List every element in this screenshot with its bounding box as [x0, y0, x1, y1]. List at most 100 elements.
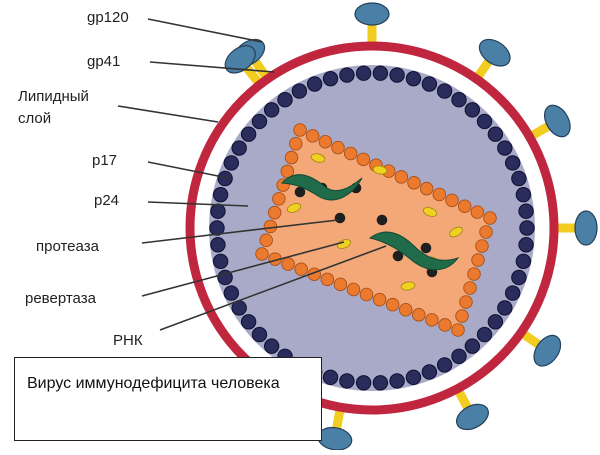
capsid-bead: [479, 225, 493, 239]
protease-dot: [420, 242, 432, 254]
capsid-bead: [263, 219, 278, 234]
matrix-bead: [511, 269, 527, 286]
capsid-bead: [432, 187, 447, 202]
leader-gp120: [147, 18, 263, 43]
capsid-bead: [293, 123, 307, 137]
capsid-bead: [284, 150, 299, 165]
matrix-bead: [372, 65, 389, 81]
rna-strands: [280, 174, 460, 271]
protease-dot: [334, 212, 346, 224]
matrix-bead: [251, 326, 268, 343]
capsid-bead: [305, 129, 320, 143]
revertase-oval: [372, 165, 388, 175]
capsid-bead: [359, 287, 374, 302]
gp120-cap: [533, 334, 562, 367]
leader-p24: [147, 201, 249, 207]
capsid-bead: [255, 247, 269, 261]
matrix-bead: [372, 375, 389, 391]
gp120-spikes: [224, 2, 598, 451]
revertase-oval: [449, 226, 463, 238]
matrix-bead: [519, 220, 535, 236]
capsid-bead: [471, 253, 485, 267]
matrix-bead: [209, 220, 225, 236]
matrix-bead: [476, 113, 493, 130]
rna-strand-1: [280, 174, 363, 201]
capsid-bead: [455, 309, 469, 323]
matrix-bead: [421, 364, 438, 380]
matrix-bead: [251, 113, 268, 130]
capsid-bead: [398, 302, 413, 317]
leader-rna: [159, 245, 387, 331]
capsid-bead: [463, 281, 477, 295]
matrix-bead: [291, 83, 308, 99]
capsid-bead: [331, 140, 345, 155]
matrix-bead: [322, 70, 339, 87]
matrix-bead: [355, 375, 372, 391]
spike: [525, 104, 571, 142]
capsid-bead: [394, 170, 409, 184]
matrix-bead: [511, 170, 527, 187]
capsid-body: [262, 130, 490, 330]
matrix-bead: [212, 253, 229, 270]
gp120-cap: [455, 403, 489, 431]
matrix-bead: [504, 155, 521, 171]
matrix-bead: [263, 102, 280, 118]
label-protease: протеаза: [36, 238, 99, 255]
gp120-cap: [574, 210, 598, 246]
matrix-bead: [223, 155, 240, 171]
gp120-cap: [354, 2, 390, 26]
capsid-bead: [445, 193, 459, 208]
matrix-bead: [389, 373, 405, 389]
spike: [452, 384, 489, 431]
matrix-bead: [504, 285, 521, 301]
matrix-bead: [277, 92, 293, 108]
capsid-bead: [412, 308, 426, 322]
matrix-bead: [451, 92, 467, 108]
matrix-bead: [217, 269, 233, 286]
matrix-bead: [464, 338, 481, 354]
matrix-bead: [339, 67, 355, 83]
revertase-oval: [422, 207, 438, 217]
matrix-bead: [464, 102, 481, 118]
capsid-bead: [294, 262, 308, 276]
p24-capsid: [255, 123, 497, 337]
capsid-bead: [419, 181, 434, 196]
revertase-oval: [286, 203, 302, 213]
label-p17: p17: [92, 152, 118, 169]
matrix-bead: [518, 237, 534, 253]
capsid-bead: [318, 134, 333, 149]
spike: [354, 2, 390, 48]
matrix-bead: [497, 140, 513, 156]
capsid-bead: [385, 297, 400, 312]
matrix-bead: [223, 285, 240, 301]
matrix-bead: [306, 76, 323, 92]
revertase-oval: [400, 281, 416, 291]
capsid-bead: [459, 295, 473, 309]
matrix-bead: [389, 67, 405, 83]
caption-text: Вирус иммунодефицита человека: [27, 375, 280, 392]
capsid-bead: [372, 292, 387, 307]
matrix-bead: [515, 186, 532, 203]
capsid-bead: [467, 267, 481, 281]
matrix-bead: [217, 170, 233, 187]
leader-gp41: [149, 61, 275, 73]
matrix-bead: [355, 65, 372, 81]
capsid-bead: [451, 323, 465, 337]
label-gp120: gp120: [87, 9, 129, 26]
capsid-bead: [272, 192, 286, 206]
spike: [552, 210, 598, 246]
leader-revertase: [141, 241, 345, 297]
label-p24: p24: [94, 192, 120, 209]
label-rna: РНК: [113, 332, 143, 349]
spike: [516, 327, 562, 367]
matrix-bead: [210, 203, 226, 219]
capsid-bead: [280, 164, 295, 179]
revertase-oval: [310, 153, 326, 163]
matrix-bead: [231, 140, 247, 156]
capsid-bead: [333, 277, 348, 292]
leader-lines: [117, 18, 387, 331]
matrix-bead: [515, 253, 532, 270]
leader-p17: [147, 161, 229, 179]
